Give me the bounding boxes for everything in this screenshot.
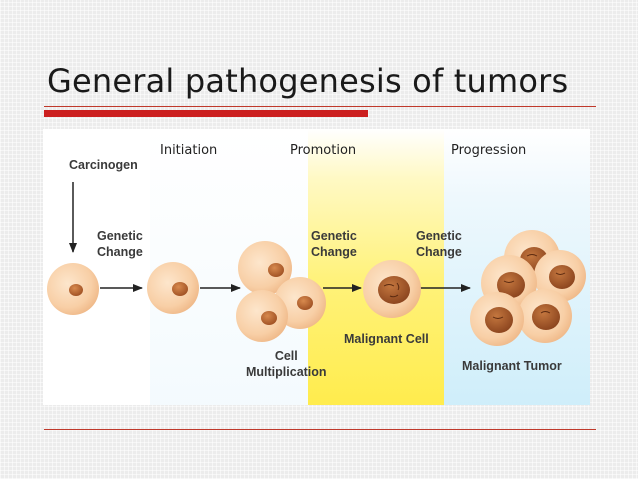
label-genetic-change-1: Genetic Change xyxy=(97,229,143,259)
label-malignant-tumor: Malignant Tumor xyxy=(462,359,562,373)
phase-progression: Progression xyxy=(451,143,527,158)
normal-cell xyxy=(47,263,99,315)
label-genetic-change-2: Genetic Change xyxy=(311,229,357,259)
label-cell-multiplication: Cell Multiplication xyxy=(246,349,327,379)
title-accent-bar xyxy=(44,110,368,117)
initiated-cell xyxy=(147,262,199,314)
phase-initiation: Initiation xyxy=(160,143,218,158)
label-malignant-cell: Malignant Cell xyxy=(344,332,429,346)
cell-multiplication-cluster xyxy=(236,241,326,342)
label-carcinogen: Carcinogen xyxy=(69,158,138,172)
malignant-cell xyxy=(363,260,421,318)
slide-title: General pathogenesis of tumors xyxy=(47,62,569,100)
title-underline xyxy=(44,106,596,107)
label-genetic-change-3: Genetic Change xyxy=(416,229,462,259)
phase-promotion: Promotion xyxy=(290,143,357,158)
footer-rule xyxy=(44,429,596,430)
malignant-tumor-cluster xyxy=(470,230,586,346)
